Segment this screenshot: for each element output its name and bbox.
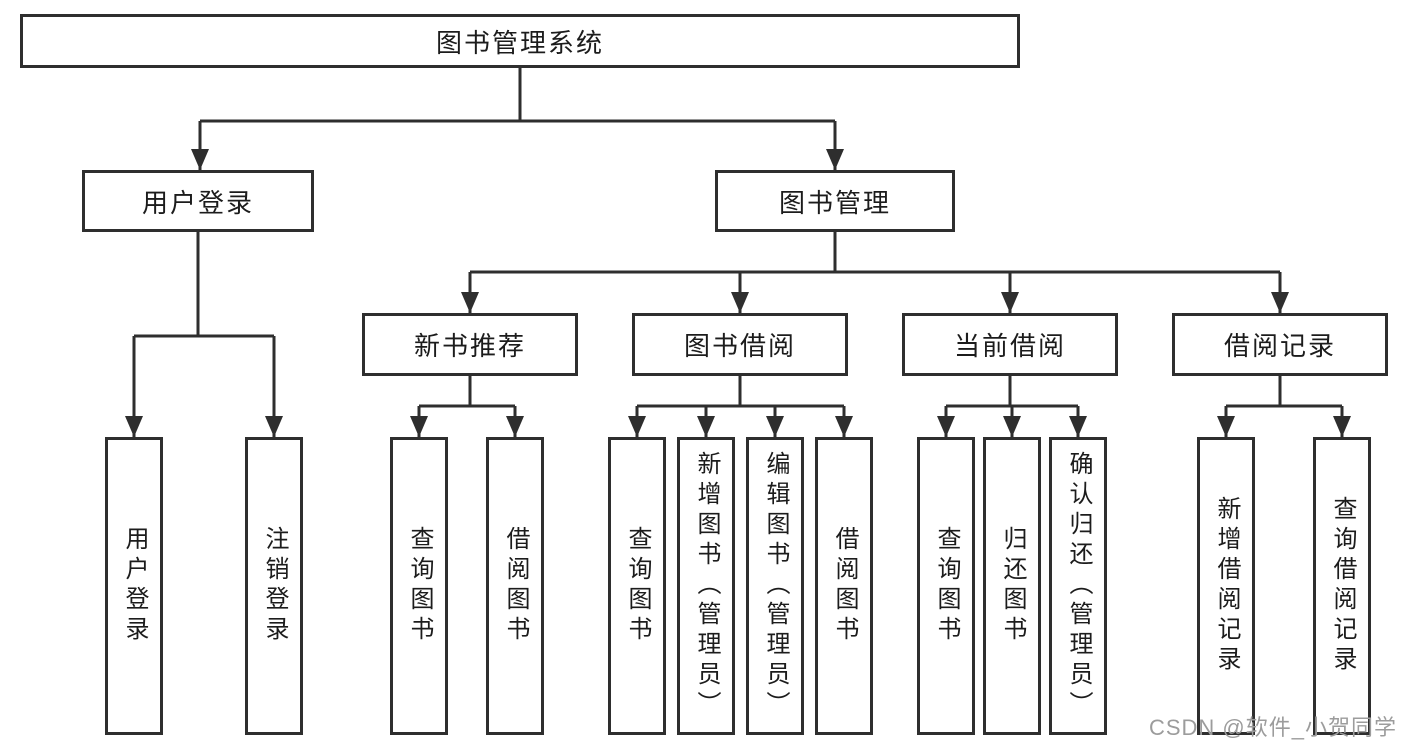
node-user-login-leaf: 用户登录 [105,437,163,735]
connector-root-split [200,68,835,123]
node-label: 借阅图书 [502,526,529,646]
node-new-book-recommend: 新书推荐 [362,313,578,376]
node-user-login: 用户登录 [82,170,314,232]
node-confirm-return-admin: 确认归还（管理员） [1049,437,1107,735]
node-label: 新书推荐 [413,331,526,361]
node-edit-book-admin: 编辑图书（管理员） [746,437,804,735]
node-current-borrow: 当前借阅 [902,313,1118,376]
node-label: 查询图书 [406,526,433,646]
node-label: 新增图书（管理员） [693,451,720,721]
node-query-books: 查询图书 [917,437,975,735]
node-label: 确认归还（管理员） [1065,451,1092,721]
node-label: 当前借阅 [953,331,1066,361]
node-return-books: 归还图书 [983,437,1041,735]
node-label: 图书管理系统 [435,27,604,58]
node-label: 图书管理 [778,187,891,218]
node-label: 编辑图书（管理员） [762,451,789,721]
node-add-borrow-record: 新增借阅记录 [1197,437,1255,735]
node-query-books: 查询图书 [608,437,666,735]
node-label: 查询图书 [624,526,651,646]
connector-user-login-split [134,232,274,338]
node-label: 查询借阅记录 [1329,496,1356,676]
node-borrow-books: 借阅图书 [815,437,873,735]
connector-book-borrow-split [637,376,844,408]
node-label: 查询图书 [933,526,960,646]
node-query-borrow-record: 查询借阅记录 [1313,437,1371,735]
node-book-management: 图书管理 [715,170,955,232]
node-label: 归还图书 [999,526,1026,646]
node-label: 借阅图书 [831,526,858,646]
node-label: 图书借阅 [683,331,796,361]
node-label: 新增借阅记录 [1213,496,1240,676]
connector-book-management-split [470,232,1280,274]
node-label: 用户登录 [121,526,148,646]
connector-new-book-split [419,376,515,408]
node-borrow-books: 借阅图书 [486,437,544,735]
node-add-book-admin: 新增图书（管理员） [677,437,735,735]
node-book-borrow: 图书借阅 [632,313,848,376]
csdn-watermark: CSDN @软件_小贺同学 [1148,715,1397,740]
node-root-system: 图书管理系统 [20,14,1020,68]
node-label: 借阅记录 [1223,331,1336,361]
node-query-books: 查询图书 [390,437,448,735]
node-borrow-records: 借阅记录 [1172,313,1388,376]
node-label: 注销登录 [261,526,288,646]
connector-current-borrow-split [946,376,1078,408]
connector-borrow-records-split [1226,376,1342,408]
node-logout: 注销登录 [245,437,303,735]
node-label: 用户登录 [141,187,254,218]
